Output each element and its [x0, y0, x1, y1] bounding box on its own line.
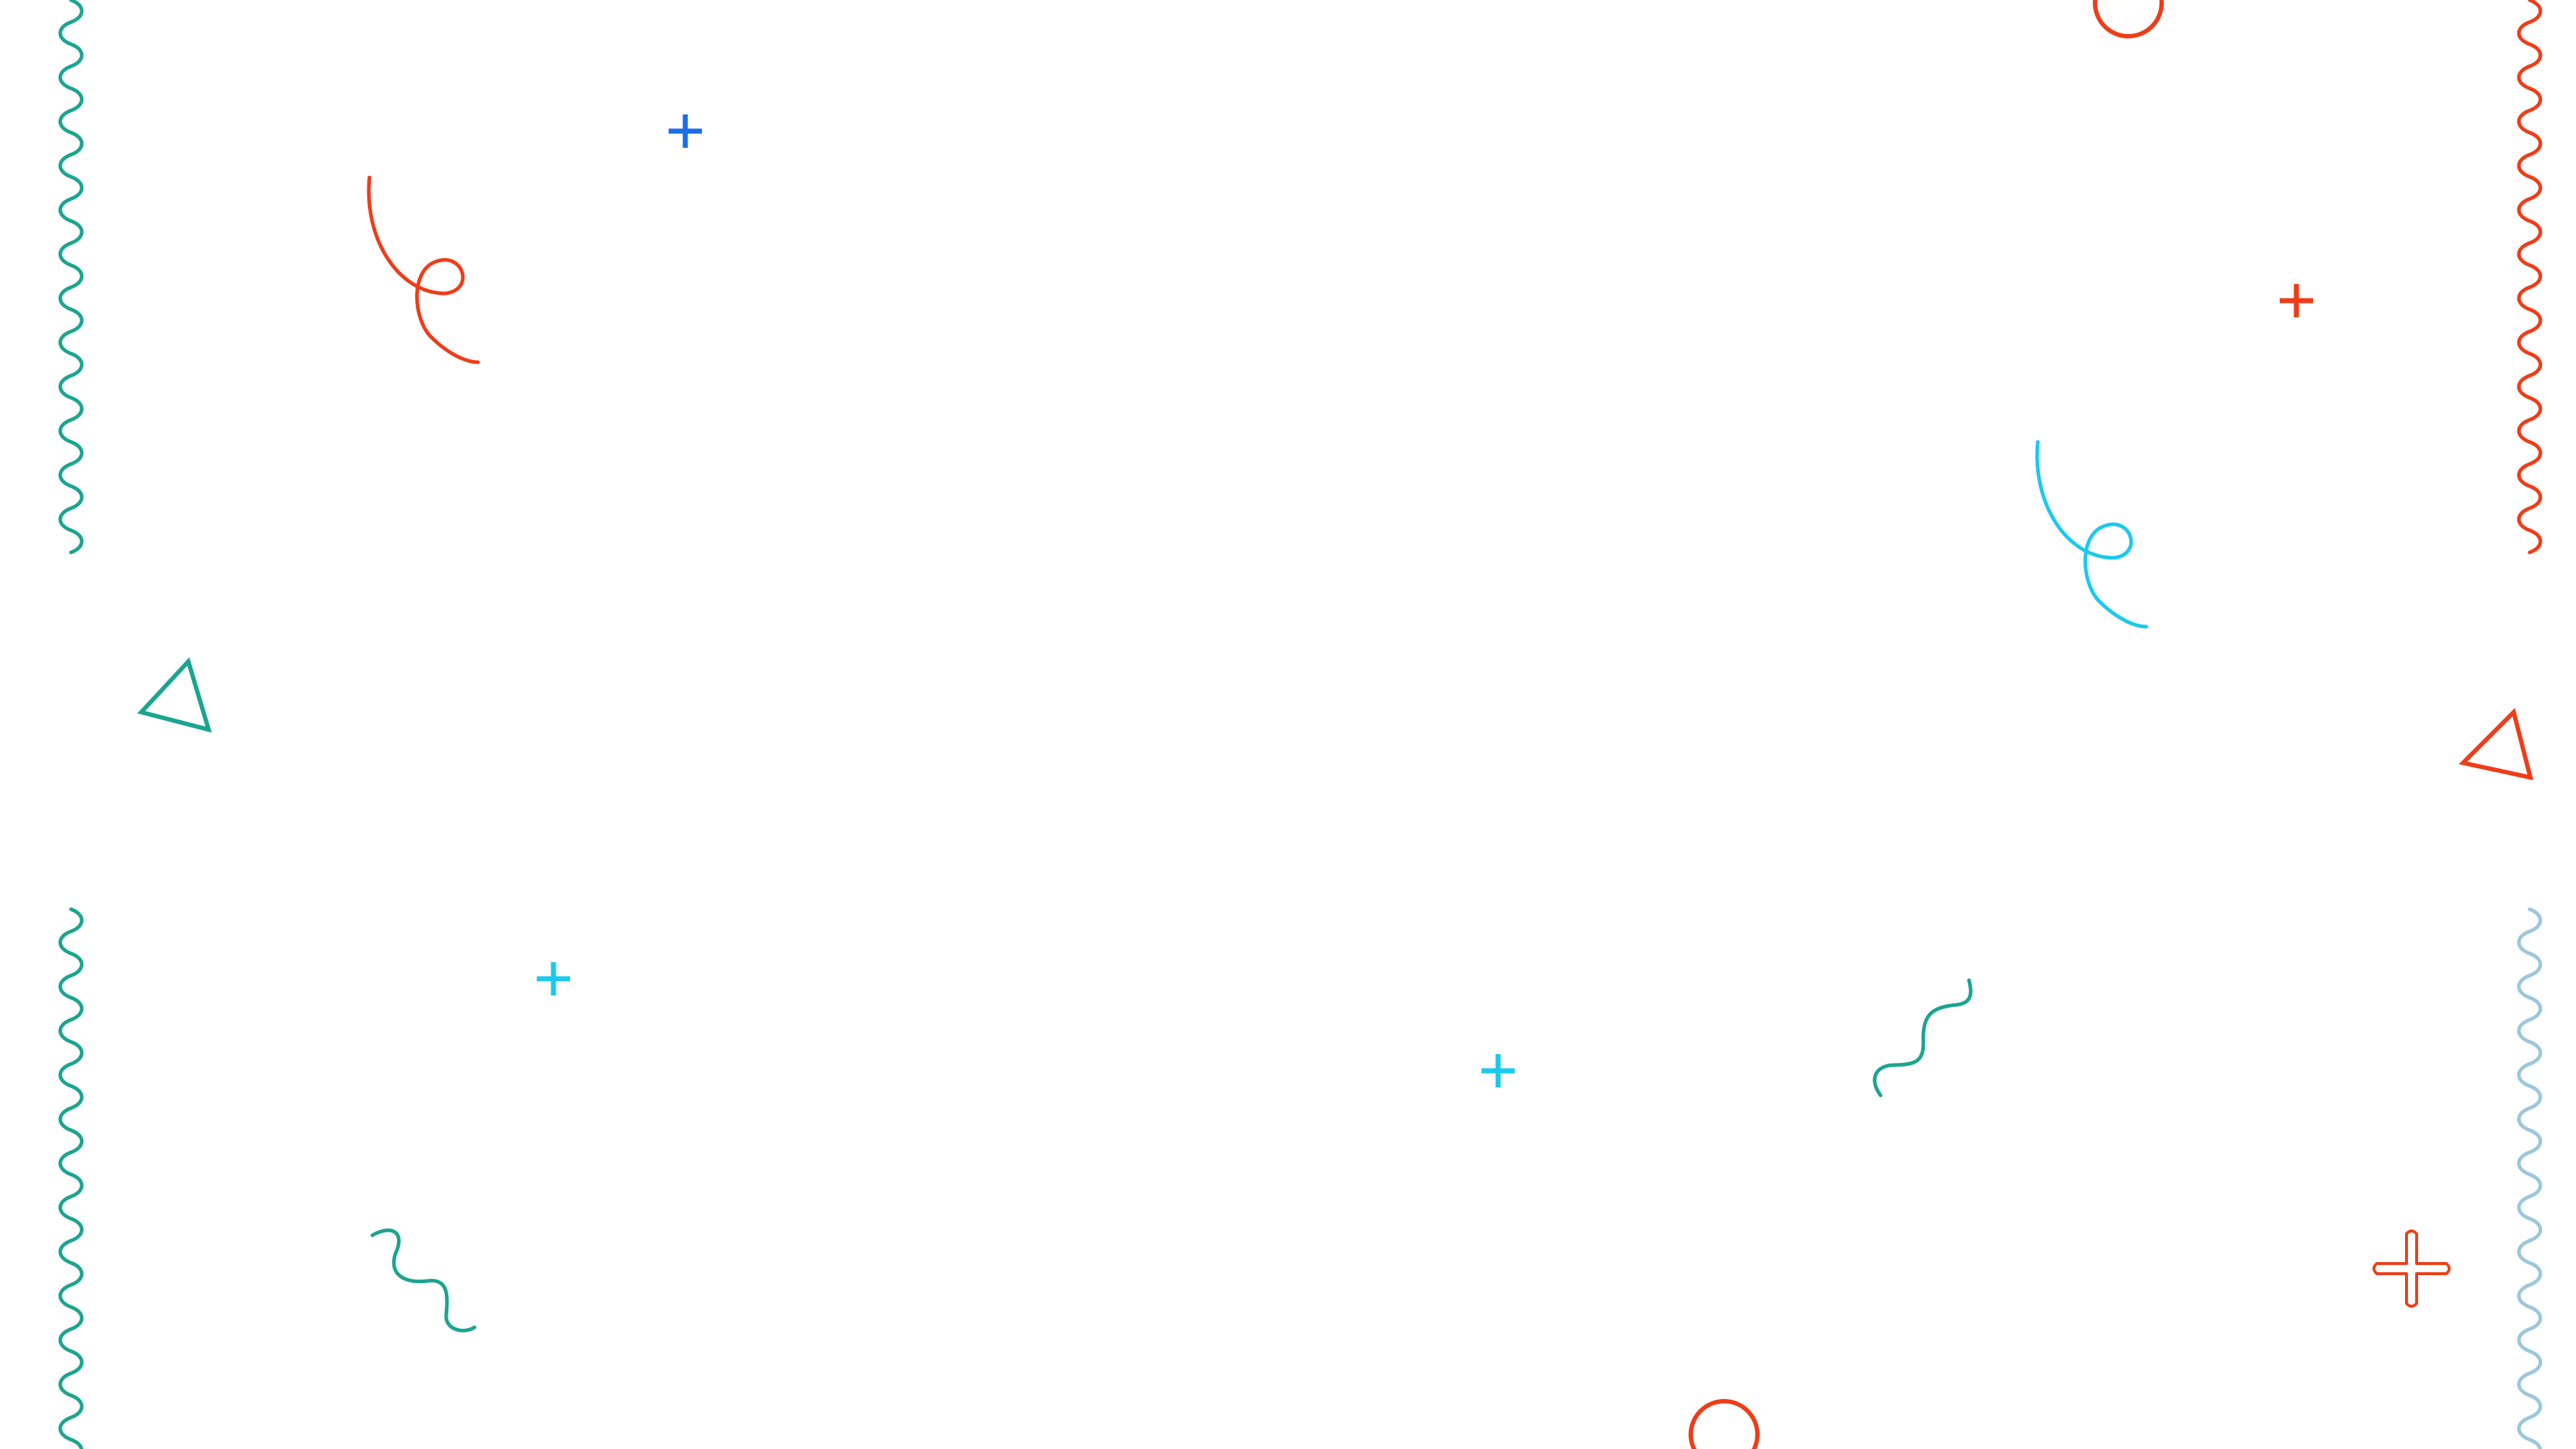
orange-triangle-right-icon — [2458, 708, 2534, 780]
cyan-plus-left-icon — [537, 962, 570, 995]
left-bottom-squiggle-line-icon — [58, 907, 84, 1449]
orange-outlined-plus-icon — [2372, 1229, 2451, 1308]
orange-plus-top-right-icon — [2280, 284, 2313, 317]
teal-squiggle-small-right-icon — [1873, 978, 1973, 1098]
orange-circle-top-icon — [2093, 0, 2164, 38]
right-bottom-squiggle-line-icon — [2517, 907, 2543, 1449]
teal-triangle-left-icon — [137, 657, 212, 733]
blue-plus-icon — [669, 114, 702, 148]
left-top-squiggle-line-icon — [58, 0, 84, 554]
decorative-shapes — [58, 0, 2543, 1449]
orange-loop-curl-icon — [367, 175, 480, 364]
right-top-squiggle-line-icon — [2517, 0, 2543, 554]
teal-squiggle-small-left-icon — [370, 1228, 477, 1332]
orange-circle-bottom-icon — [1689, 1399, 1760, 1449]
cyan-loop-curl-icon — [2035, 440, 2149, 629]
cyan-plus-center-icon — [1481, 1054, 1515, 1087]
